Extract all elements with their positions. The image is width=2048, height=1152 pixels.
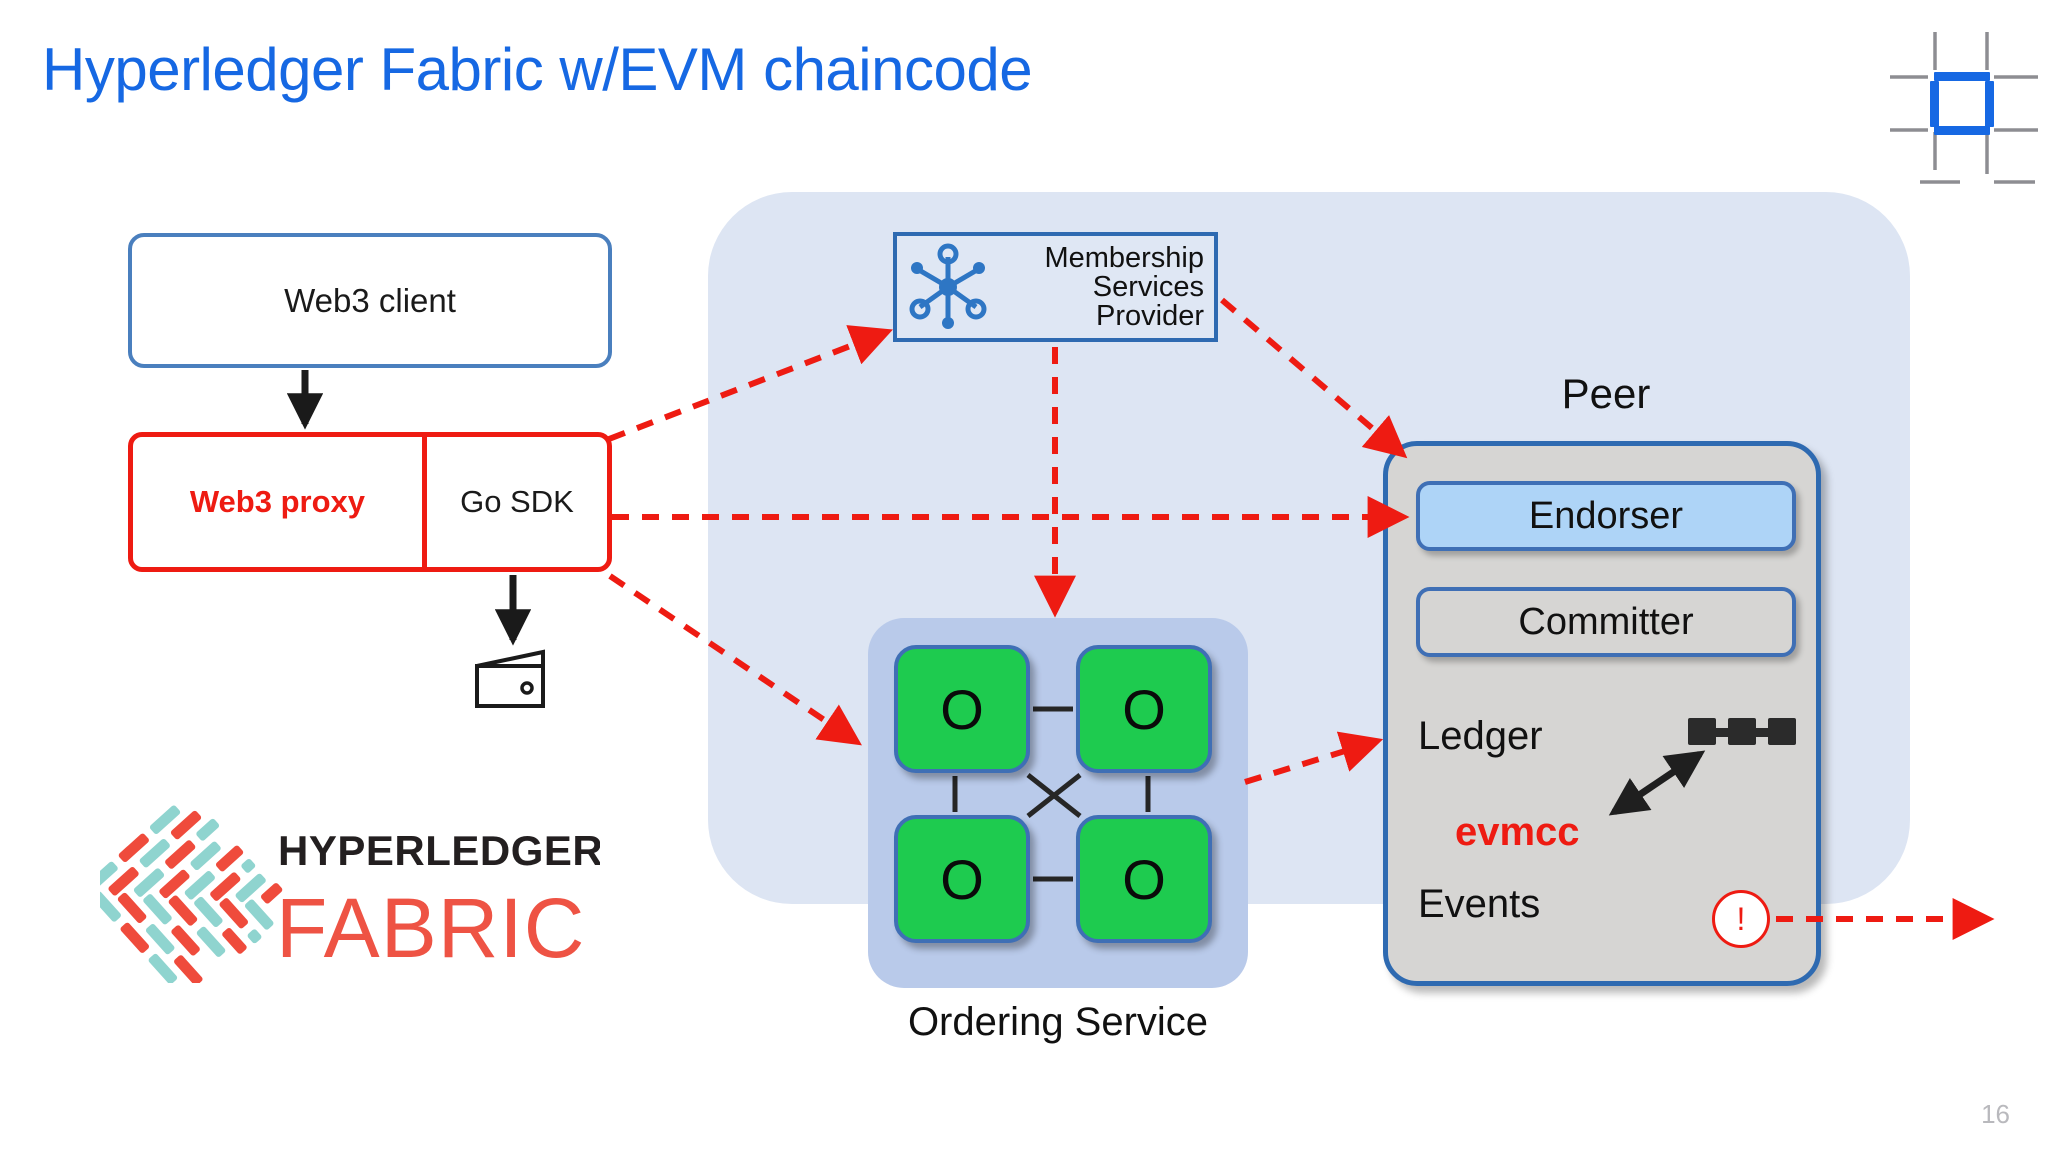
web3-proxy-cell[interactable]: Web3 proxy (133, 437, 427, 567)
peer-caption: Peer (1561, 370, 1651, 417)
endorser-box[interactable]: Endorser (1416, 481, 1796, 551)
orderer-node[interactable]: O (1076, 645, 1212, 773)
web3-client-label: Web3 client (284, 281, 456, 319)
go-sdk-label: Go SDK (460, 484, 574, 519)
msp-line-1: Membership (1044, 241, 1204, 274)
membership-services-provider-box[interactable]: Membership Services Provider (893, 232, 1218, 342)
network-hub-icon (905, 241, 991, 333)
orderer-node[interactable]: O (894, 815, 1030, 943)
orderer-node-label: O (1122, 677, 1166, 741)
page-title: Hyperledger Fabric w/EVM chaincode (42, 36, 1033, 103)
web3-client-box[interactable]: Web3 client (128, 233, 612, 368)
events-alert-badge[interactable]: ! (1712, 890, 1770, 948)
events-label: Events (1418, 882, 1541, 926)
evmcc-label: evmcc (1455, 810, 1580, 854)
orderer-node-label: O (940, 677, 984, 741)
msp-line-2: Services (1092, 270, 1204, 303)
evmcc-ledger-double-arrow (1600, 740, 1716, 826)
ledger-label: Ledger (1418, 714, 1543, 758)
grid-mark-logo (1890, 2, 2040, 192)
committer-box[interactable]: Committer (1416, 587, 1796, 657)
orderer-node[interactable]: O (1076, 815, 1212, 943)
wallet-icon (473, 648, 565, 710)
go-sdk-cell[interactable]: Go SDK (427, 437, 607, 567)
hyperledger-fabric-logo: HYPERLEDGER FABRIC (87, 805, 603, 986)
page-number: 16 (1981, 1099, 2010, 1129)
endorser-label: Endorser (1528, 494, 1684, 537)
committer-label: Committer (1518, 600, 1694, 643)
orderer-node-label: O (1122, 847, 1166, 911)
web3-proxy-label: Web3 proxy (189, 484, 366, 519)
orderer-node[interactable]: O (894, 645, 1030, 773)
msp-line-3: Provider (1096, 299, 1204, 332)
events-alert-glyph: ! (1736, 901, 1746, 937)
ordering-service-caption: Ordering Service (907, 1000, 1209, 1044)
orderer-node-label: O (940, 847, 984, 911)
hyperledger-wordmark: HYPERLEDGER (278, 827, 600, 874)
web3-proxy-sdk-box[interactable]: Web3 proxy Go SDK (128, 432, 612, 572)
msp-label: Membership Services Provider (991, 241, 1208, 332)
fabric-wordmark: FABRIC (276, 881, 585, 975)
blockchain-blocks-icon (1688, 716, 1800, 750)
